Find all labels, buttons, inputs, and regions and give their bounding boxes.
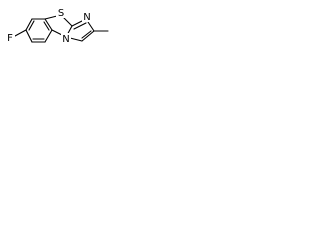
bond-c-n-imine-inner [73, 22, 87, 30]
atom-nitrogen-bridgehead: N [61, 33, 71, 45]
bond-c-c-imidazole [81, 30, 95, 42]
bond-c-c-imidazole-inner [81, 30, 92, 39]
atom-fluorine: F [5, 32, 15, 44]
atom-label-layer: F S N N [5, 7, 92, 45]
sulfur-label: S [58, 8, 64, 19]
bond-benzene-1 [25, 18, 33, 31]
bond-benzene-6 [25, 29, 33, 43]
bond-benzene-3-inner [43, 21, 50, 31]
nitrogen-bridgehead-label: N [62, 34, 69, 45]
atom-sulfur: S [56, 7, 66, 19]
bond-f-c [14, 29, 27, 37]
chemical-structure: F S N N [5, 7, 109, 45]
atom-nitrogen-imine: N [82, 11, 92, 23]
fluorine-label: F [7, 33, 13, 44]
nitrogen-imine-label: N [83, 12, 90, 23]
bond-benzene-4 [44, 29, 53, 43]
bond-benzene-3 [44, 18, 53, 31]
bond-benzene-1-inner [28, 20, 35, 31]
